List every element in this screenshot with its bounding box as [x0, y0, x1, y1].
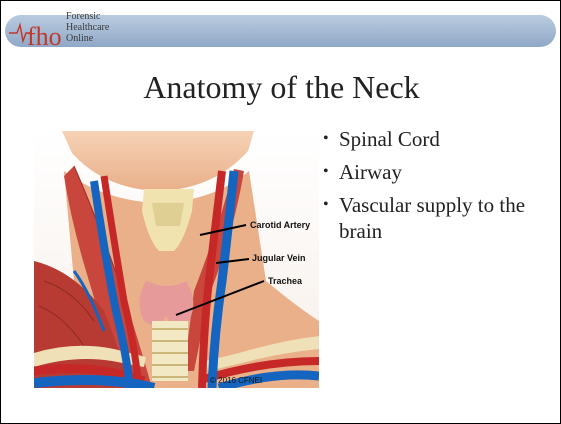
label-trachea: Trachea — [268, 276, 302, 286]
bullet-text: Airway — [339, 160, 402, 184]
logo-text: fho — [27, 22, 62, 51]
neck-anatomy-figure: Carotid Artery Jugular Vein Trachea © 20… — [34, 131, 319, 388]
label-jugular-vein: Jugular Vein — [252, 253, 306, 263]
pulse-icon: fho — [7, 9, 65, 53]
label-carotid-artery: Carotid Artery — [250, 220, 310, 230]
brand-line-healthcare: Healthcare — [66, 22, 109, 33]
bullet-text: Spinal Cord — [339, 127, 440, 151]
bullet-item: •Spinal Cord — [321, 126, 551, 152]
bullet-item: •Airway — [321, 159, 551, 185]
copyright-notice: © 2016 CFNEI — [210, 376, 262, 385]
bullet-item: •Vascular supply to the brain — [321, 192, 551, 244]
brand-line-online: Online — [66, 33, 93, 44]
slide-title: Anatomy of the Neck — [1, 69, 561, 106]
bullet-text: Vascular supply to the brain — [339, 193, 525, 243]
brand-line-forensic: Forensic — [66, 11, 100, 22]
bullet-list: •Spinal Cord •Airway •Vascular supply to… — [321, 126, 551, 251]
fho-logo: fho Forensic Healthcare Online — [7, 9, 117, 53]
